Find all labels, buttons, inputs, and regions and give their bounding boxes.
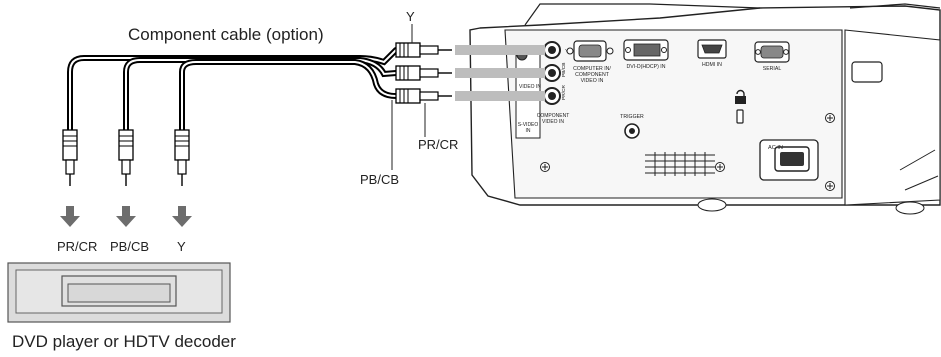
projector: COMPUTER IN/ COMPONENT VIDEO IN DVI-D(HD… — [469, 3, 941, 215]
cable-y-label: Y — [406, 9, 415, 24]
component-jack-y — [543, 41, 561, 59]
down-arrow-icon — [60, 206, 192, 227]
jack-pb-label: PB/CB — [561, 63, 567, 77]
component-jack-pb — [543, 64, 561, 82]
dvi-in-port — [623, 39, 669, 61]
kensington-lock-icon — [735, 89, 746, 124]
computer-in-port — [566, 40, 614, 62]
trigger-label: TRIGGER — [620, 114, 644, 120]
screw-icon — [515, 46, 835, 191]
ac-in-socket — [759, 139, 819, 181]
trigger-port — [624, 123, 640, 139]
device-port-y-label: Y — [177, 239, 186, 254]
device-port-pb-label: PB/CB — [110, 239, 149, 254]
rca-plug-pb — [395, 65, 452, 81]
computer-in-label-1: COMPUTER IN/ — [573, 66, 611, 72]
video-in-label: VIDEO IN — [519, 84, 541, 90]
dvd-player — [7, 262, 231, 323]
jack-y-label: Y — [565, 48, 569, 54]
cable-pb-label: PB/CB — [360, 172, 399, 187]
rca-plug-pr — [395, 88, 452, 104]
rca-plug-device-pb — [118, 129, 134, 186]
device-port-pr-label: PR/CR — [57, 239, 97, 254]
hdmi-in-label: HDMI IN — [702, 62, 722, 68]
rca-plug-device-pr — [62, 129, 78, 186]
rca-plug-device-y — [174, 129, 190, 186]
serial-port — [754, 41, 790, 63]
component-jack-pr — [543, 87, 561, 105]
foot-left — [697, 198, 727, 212]
jack-pr-label: PR/CR — [561, 85, 567, 100]
device-label: DVD player or HDTV decoder — [12, 332, 236, 351]
computer-in-label-2: COMPONENT — [575, 72, 610, 78]
cable-title: Component cable (option) — [128, 25, 324, 44]
cable-pr-label: PR/CR — [418, 137, 458, 152]
s-video-in-label-1: S-VIDEO — [518, 122, 539, 128]
s-video-in-label-2: IN — [526, 128, 531, 134]
hdmi-in-port — [697, 39, 727, 59]
dvi-in-label: DVI-D(HDCP) IN — [627, 64, 666, 70]
computer-in-label-3: VIDEO IN — [581, 78, 604, 84]
component-video-in-label-1: COMPONENT — [537, 113, 570, 119]
speaker-grille — [645, 152, 715, 176]
component-video-in-label-2: VIDEO IN — [542, 119, 564, 125]
rca-plug-y — [395, 42, 452, 58]
vent-slot — [851, 61, 883, 83]
foot-right — [895, 201, 925, 215]
ac-in-label: AC IN — [768, 145, 783, 151]
plug-sleeves — [455, 45, 545, 101]
component-cable — [67, 47, 399, 133]
serial-label: SERIAL — [763, 66, 782, 72]
